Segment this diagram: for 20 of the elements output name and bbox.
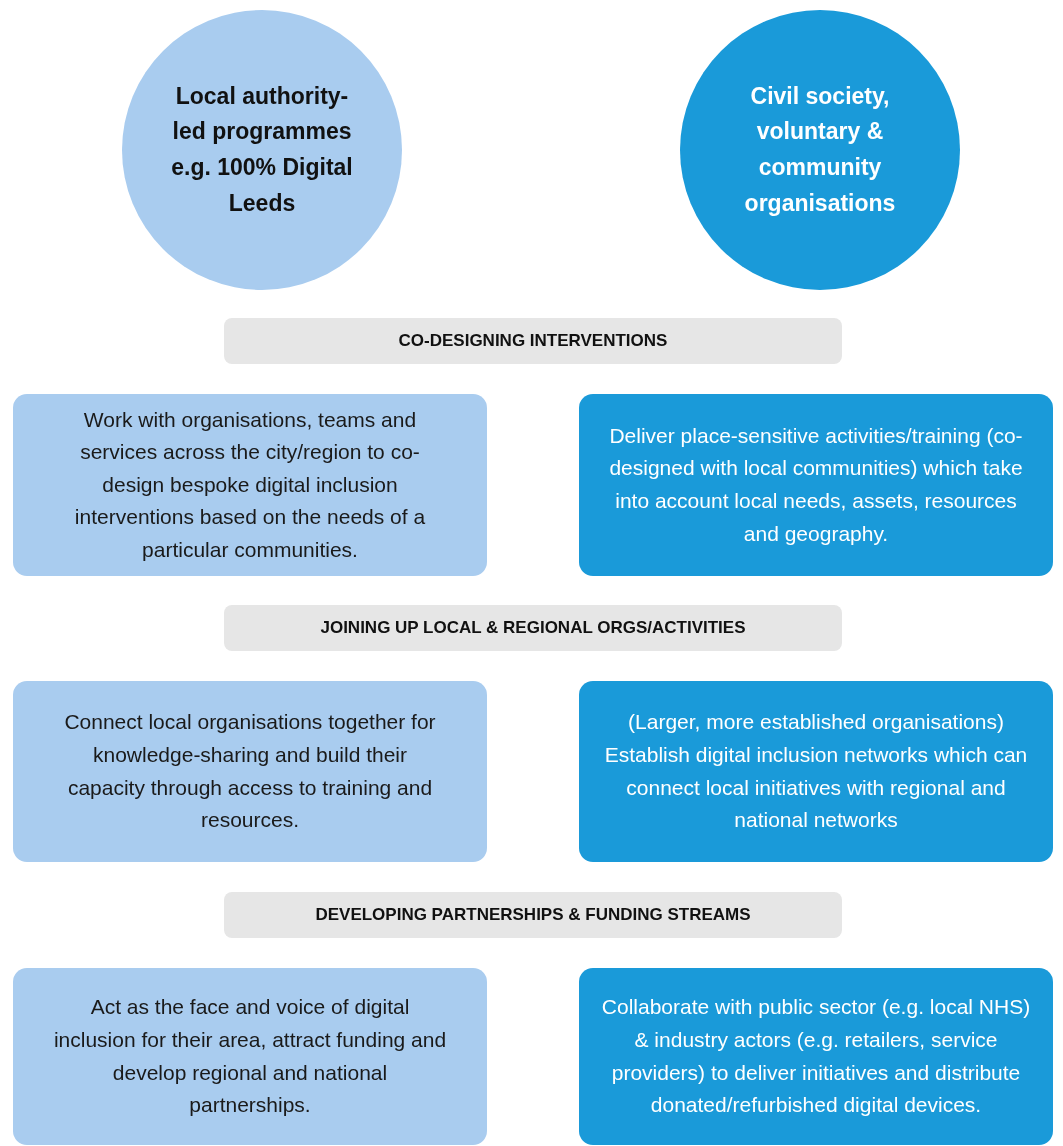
section-heading: CO-DESIGNING INTERVENTIONS — [398, 329, 668, 352]
text-card — [13, 394, 487, 576]
text-card — [13, 681, 487, 862]
card-text: Connect local organisations together for knowledge-sharing and build their capacity through access to training and resources. — [63, 709, 437, 834]
card-text: (Larger, more established organisations) Establish digital inclusion networks which can connect local initiatives with regional and national networks — [603, 709, 1029, 834]
heading-band — [224, 318, 842, 364]
circle-label: Local authority-led programmes e.g. 100% Digital Leeds — [170, 81, 354, 218]
text-card — [579, 394, 1053, 576]
text-card — [13, 968, 487, 1145]
heading-band — [224, 605, 842, 651]
heading-band — [224, 892, 842, 938]
card-text: Act as the face and voice of digital inclusion for their area, attract funding and develop regional and national partnerships. — [53, 994, 447, 1119]
text-card — [579, 968, 1053, 1145]
section-heading: JOINING UP LOCAL & REGIONAL ORGS/ACTIVITIES — [320, 616, 746, 639]
circle-label: Civil society, voluntary & community organisations — [743, 81, 897, 218]
card-text: Collaborate with public sector (e.g. local NHS) & industry actors (e.g. retailers, service providers) to deliver initiatives and distribute donated/refurbished digital devices. — [601, 994, 1031, 1119]
section-heading: DEVELOPING PARTNERSHIPS & FUNDING STREAMS — [315, 903, 751, 926]
card-text: Deliver place-sensitive activities/training (co-designed with local communities) which take into account local needs, assets, resources and geography. — [608, 422, 1024, 547]
card-text: Work with organisations, teams and services across the city/region to co-design bespoke digital inclusion interventions based on the needs of a particular communities. — [73, 406, 427, 563]
text-card — [579, 681, 1053, 862]
